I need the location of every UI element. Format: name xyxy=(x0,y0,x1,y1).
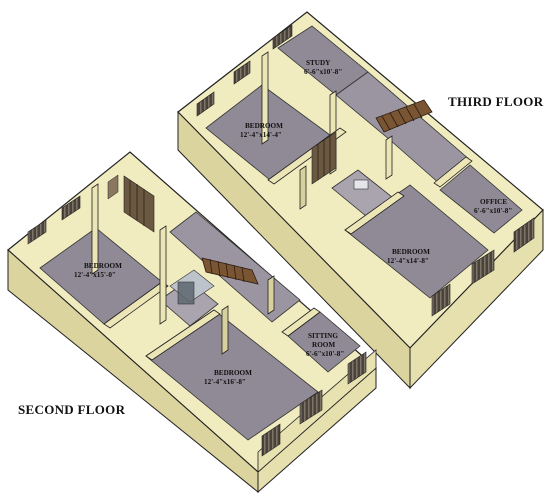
third-floor-closet-doors xyxy=(311,131,337,185)
third-floor-office-dims: 6'-6"x10'-8" xyxy=(474,207,512,215)
third-floor-title: THIRD FLOOR xyxy=(448,94,544,109)
third-floor-partition-1 xyxy=(261,51,269,145)
third-floor-sink xyxy=(353,179,369,190)
third-floor-right-wall-face xyxy=(409,208,544,390)
third-floor-partition-6 xyxy=(385,135,393,180)
third-floor-office-floor xyxy=(439,164,523,234)
second-floor-bedroom-b-dims: 12'-4"x16'-8" xyxy=(204,378,246,386)
second-floor-partition-3 xyxy=(145,309,221,361)
second-floor-partition-7 xyxy=(267,275,275,315)
second-floor-closet-doors xyxy=(107,174,155,233)
second-floor-staircase xyxy=(201,257,259,285)
third-floor-study-dims: 6'-6"x10'-8" xyxy=(304,68,342,76)
third-floor-plan: THIRD FLOOR STUDY 6'-6"x10'-8" BEDROOM 1… xyxy=(177,11,544,390)
third-floor-staircase xyxy=(375,99,433,133)
second-floor-sitting-dims: 6'-6"x10'-8" xyxy=(306,350,344,358)
second-floor-partition-1 xyxy=(91,183,99,275)
second-floor-bedroom-a-label: BEDROOM xyxy=(84,262,122,270)
second-floor-partition-2 xyxy=(103,281,169,329)
second-floor-partition-6 xyxy=(281,307,321,337)
third-floor-bedroom-a-label: BEDROOM xyxy=(245,122,283,130)
second-floor-sitting-label-1: SITTING xyxy=(308,332,338,340)
second-floor-plan: SECOND FLOOR BEDROOM 12'-4"x15'-0" SITTI… xyxy=(7,151,377,493)
third-floor-windows xyxy=(196,24,535,317)
second-floor-windows xyxy=(27,195,367,457)
second-floor-bedroom-a-dims: 12'-4"x15'-0" xyxy=(74,271,116,279)
third-floor-bedroom-b-label: BEDROOM xyxy=(392,248,430,256)
second-floor-title: SECOND FLOOR xyxy=(18,402,126,417)
second-floor-partition-5 xyxy=(221,305,229,355)
third-floor-bedroom-b-dims: 12'-4"x14'-8" xyxy=(387,257,429,265)
third-floor-study-label: STUDY xyxy=(306,59,331,67)
third-floor-bedroom-a-dims: 12'-4"x14'-4" xyxy=(240,131,282,139)
third-floor-partition-5 xyxy=(433,156,473,188)
second-floor-partition-4 xyxy=(159,225,167,325)
third-floor-partition-4 xyxy=(344,191,405,235)
second-floor-shower xyxy=(169,269,215,305)
second-floor-sitting-label-2: ROOM xyxy=(312,341,335,349)
third-floor-office-label: OFFICE xyxy=(480,198,507,206)
second-floor-bedroom-b-label: BEDROOM xyxy=(214,369,252,377)
third-floor-partition-7 xyxy=(299,165,307,210)
